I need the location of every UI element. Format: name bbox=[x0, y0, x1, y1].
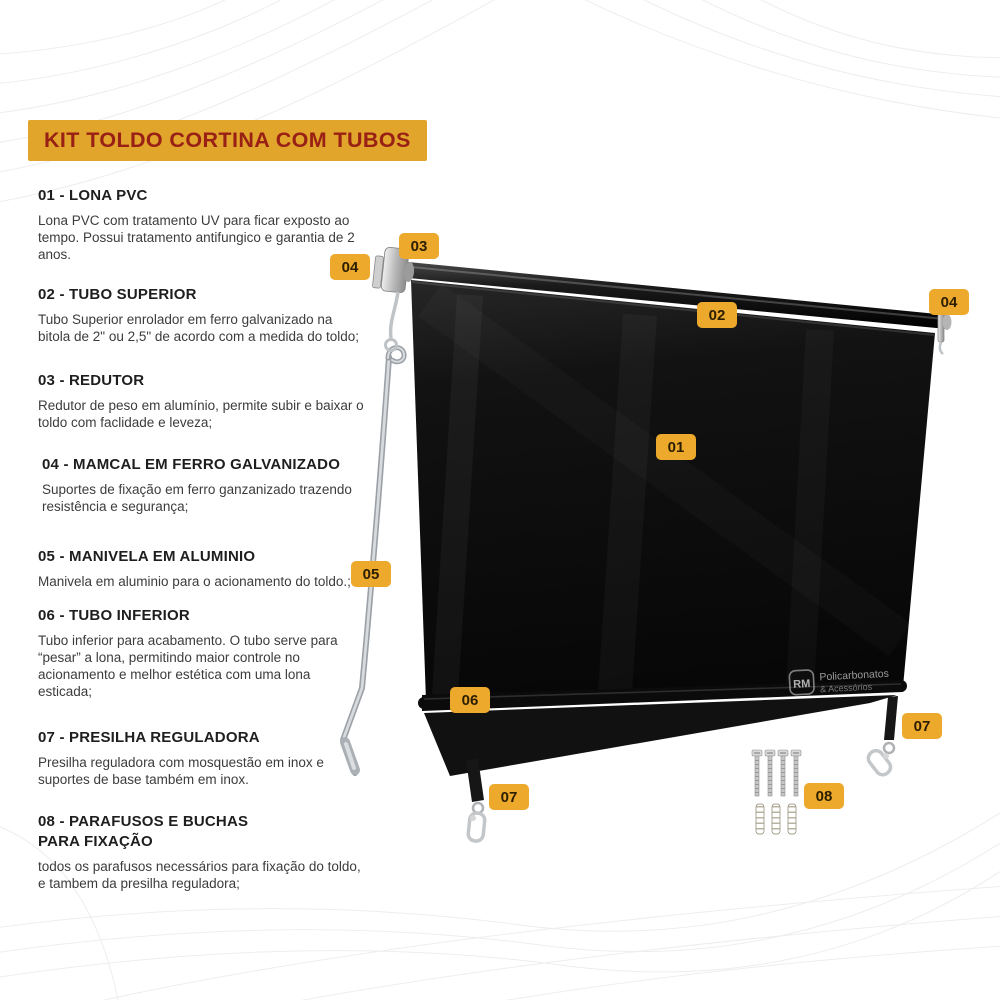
part-heading-07: 07 - PRESILHA REGULADORA bbox=[38, 729, 260, 746]
brand-line1: Policarbonatos bbox=[819, 668, 889, 684]
brand-logo-frame bbox=[788, 669, 815, 696]
callout-badge-04-left: 04 bbox=[330, 254, 370, 280]
brand-line2: & Acessórios bbox=[820, 682, 873, 695]
part-item-03: 03 - REDUTOR Redutor de peso em alumínio… bbox=[38, 371, 368, 431]
right-strap-hook bbox=[866, 696, 898, 777]
rod-top-hook bbox=[385, 345, 407, 365]
part-body-06: Tubo inferior para acabamento. O tubo se… bbox=[38, 633, 338, 699]
callout-badge-07-left: 07 bbox=[489, 784, 529, 810]
part-item-07: 07 - PRESILHA REGULADORA Presilha regula… bbox=[38, 728, 368, 788]
screws bbox=[751, 749, 802, 797]
part-body-08: todos os parafusos necessários para fixa… bbox=[38, 859, 361, 891]
brand-abbr: RM bbox=[793, 678, 811, 691]
canvas-flap bbox=[424, 695, 897, 776]
part-body-07: Presilha reguladora com mosquestão em in… bbox=[38, 755, 324, 787]
part-body-01: Lona PVC com tratamento UV para ficar ex… bbox=[38, 213, 355, 262]
part-heading-05: 05 - MANIVELA EM ALUMINIO bbox=[38, 548, 256, 565]
part-item-02: 02 - TUBO SUPERIOR Tubo Superior enrolad… bbox=[38, 285, 368, 345]
part-heading-03: 03 - REDUTOR bbox=[38, 372, 145, 389]
brand-watermark: RM Policarbonatos & Acessórios bbox=[788, 668, 889, 696]
callout-badge-03: 03 bbox=[399, 233, 439, 259]
part-item-05: 05 - MANIVELA EM ALUMINIO Manivela em al… bbox=[38, 547, 368, 590]
part-heading-08: 08 - PARAFUSOS E BUCHAS PARA FIXAÇÃO bbox=[38, 813, 249, 850]
wall-anchors bbox=[755, 803, 797, 835]
callout-badge-05: 05 bbox=[351, 561, 391, 587]
callout-badge-01: 01 bbox=[656, 434, 696, 460]
part-heading-04: 04 - MAMCAL EM FERRO GALVANIZADO bbox=[42, 456, 341, 473]
bottom-tube bbox=[418, 680, 907, 711]
parts-list: 01 - LONA PVC Lona PVC com tratamento UV… bbox=[38, 186, 368, 892]
reducer-hook bbox=[388, 291, 400, 339]
callout-badge-04-right: 04 bbox=[929, 289, 969, 315]
callout-badge-08: 08 bbox=[804, 783, 844, 809]
part-heading-06: 06 - TUBO INFERIOR bbox=[38, 607, 190, 624]
reducer-end-cap bbox=[380, 246, 415, 352]
part-item-08: 08 - PARAFUSOS E BUCHAS PARA FIXAÇÃO tod… bbox=[38, 812, 368, 892]
part-item-06: 06 - TUBO INFERIOR Tubo inferior para ac… bbox=[38, 606, 368, 700]
part-body-05: Manivela em aluminio para o acionamento … bbox=[38, 574, 351, 589]
part-body-02: Tubo Superior enrolador em ferro galvani… bbox=[38, 312, 360, 344]
wall-bracket-left bbox=[372, 255, 384, 289]
part-item-01: 01 - LONA PVC Lona PVC com tratamento UV… bbox=[38, 186, 368, 263]
callout-badge-02: 02 bbox=[697, 302, 737, 328]
part-body-04: Suportes de fixação em ferro ganzanizado… bbox=[42, 482, 352, 514]
part-item-04: 04 - MAMCAL EM FERRO GALVANIZADO Suporte… bbox=[38, 455, 368, 515]
part-heading-01: 01 - LONA PVC bbox=[38, 187, 148, 204]
part-body-03: Redutor de peso em alumínio, permite sub… bbox=[38, 398, 364, 430]
left-strap-hook bbox=[466, 758, 487, 843]
part-heading-02: 02 - TUBO SUPERIOR bbox=[38, 286, 197, 303]
callout-badge-07-right: 07 bbox=[902, 713, 942, 739]
top-roller-tube bbox=[398, 261, 947, 329]
callout-badge-06: 06 bbox=[450, 687, 490, 713]
page-title: KIT TOLDO CORTINA COM TUBOS bbox=[28, 120, 427, 161]
pvc-canvas bbox=[411, 280, 935, 701]
